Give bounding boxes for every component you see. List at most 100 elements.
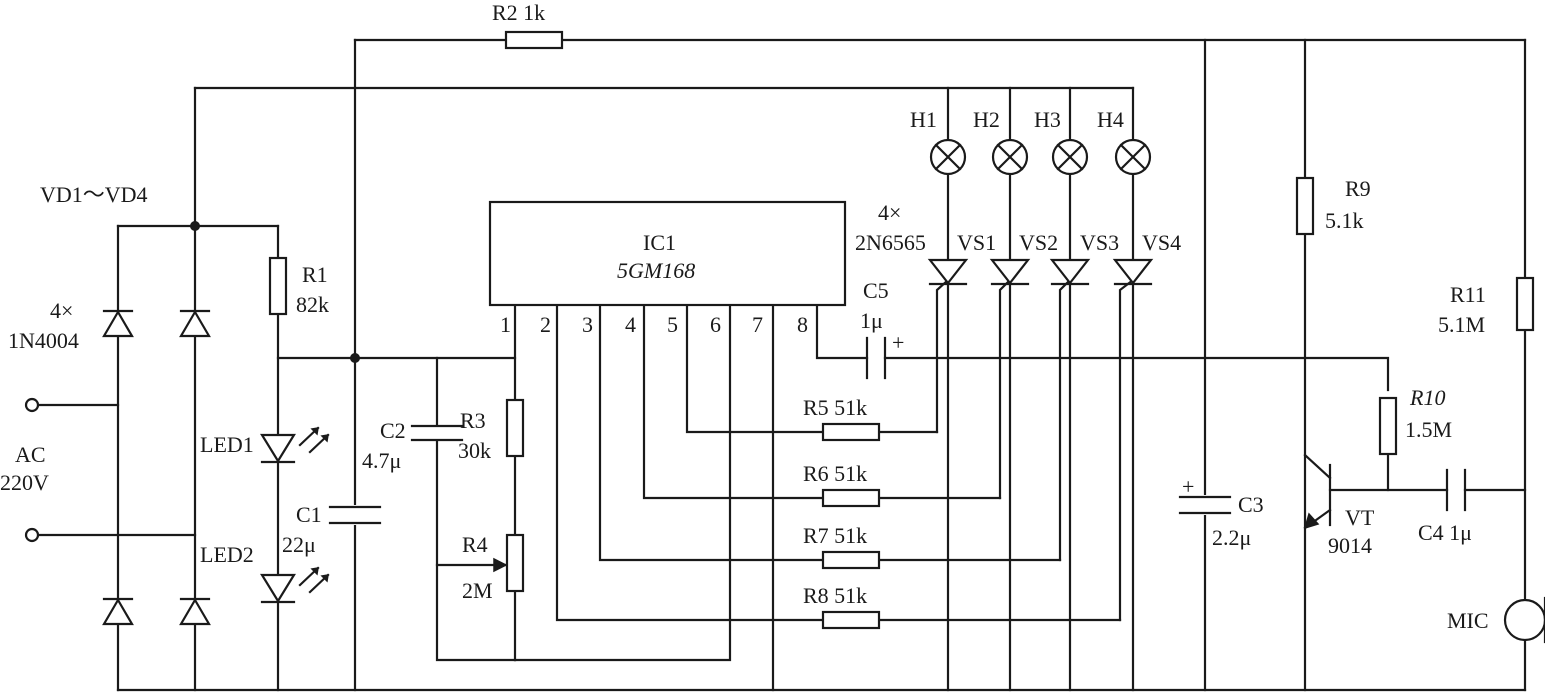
label-r3-value: 30k [458,438,491,463]
thyristor-vs4-icon [1112,258,1154,286]
label-c4: C4 1μ [1418,520,1472,545]
label-mic: MIC [1447,608,1489,633]
label-c1-value: 22μ [282,532,316,557]
label-h1: H1 [910,107,937,132]
label-led1: LED1 [200,432,254,457]
c3-capacitor [1178,495,1232,515]
label-vd: VD1～VD4 [40,182,148,207]
label-r1-value: 82k [296,292,329,317]
lamp-h1-icon [929,138,967,176]
microphone-icon [1503,596,1545,644]
c5-capacitor [865,336,887,380]
c1-capacitor [328,505,382,525]
r11-resistor [1515,276,1535,332]
label-r11: R11 [1450,282,1486,307]
wires [36,38,1527,692]
label-vd-type: 1N4004 [8,328,79,353]
lamp-h3-icon [1051,138,1089,176]
r4-potentiometer [505,533,525,593]
label-r11-value: 5.1M [1438,312,1485,337]
vd2-diode-icon [179,309,211,338]
label-h2: H2 [973,107,1000,132]
r4-wiper-arrow-icon [493,557,508,573]
label-vt-type: 9014 [1328,533,1372,558]
label-c5: C5 [863,278,889,303]
pin-3-label: 3 [582,312,593,337]
label-r9: R9 [1345,176,1371,201]
thyristors [927,258,1154,286]
pin-2-label: 2 [540,312,551,337]
label-c3-value: 2.2μ [1212,525,1251,550]
label-ic1-type: 5GM168 [617,258,695,283]
label-r1: R1 [302,262,328,287]
r7-resistor [821,550,881,570]
label-r4-value: 2M [462,578,493,603]
label-h3: H3 [1034,107,1061,132]
pin-1-label: 1 [500,312,511,337]
label-led2: LED2 [200,542,254,567]
label-r10: R10 [1409,385,1445,410]
label-r8: R8 51k [803,583,867,608]
label-r6: R6 51k [803,461,867,486]
label-ac-voltage: 220V [0,470,49,495]
vd1-diode-icon [102,309,134,338]
label-c2: C2 [380,418,406,443]
ac-terminal-bottom [24,527,40,543]
label-vt: VT [1345,505,1375,530]
c4-capacitor [1445,468,1467,512]
r9-resistor [1295,176,1315,236]
label-c3: C3 [1238,492,1264,517]
lamp-h2-icon [991,138,1029,176]
r10-resistor [1378,396,1398,456]
label-c2-value: 4.7μ [362,448,401,473]
lamps [929,138,1152,176]
label-r7: R7 51k [803,523,867,548]
pin-7-label: 7 [752,312,763,337]
pin-5-label: 5 [667,312,678,337]
label-c5-plus: + [892,330,904,355]
junctions [190,221,360,363]
r3-resistor [505,398,525,458]
resistors [268,30,1535,630]
label-vs4: VS4 [1142,230,1181,255]
r2-resistor [504,30,564,50]
r6-resistor [821,488,881,508]
thyristor-vs3-icon [1049,258,1091,286]
ic1-body [488,200,847,307]
lamp-h4-icon [1114,138,1152,176]
label-h4: H4 [1097,107,1124,132]
thyristor-vs2-icon [989,258,1031,286]
transistor-vt-icon [1303,453,1332,530]
bridge-diodes [102,309,211,626]
label-r2: R2 1k [492,0,545,25]
label-ac: AC [15,442,46,467]
label-r10-value: 1.5M [1405,417,1452,442]
r1-resistor [268,256,288,316]
label-vs3: VS3 [1080,230,1119,255]
c2-capacitor [410,424,464,442]
label-c1: C1 [296,502,322,527]
label-r3: R3 [460,408,486,433]
r5-resistor [821,422,881,442]
label-c3-plus: + [1182,474,1194,499]
capacitors [328,336,1467,525]
label-vd-count: 4× [50,298,73,323]
vd3-diode-icon [102,597,134,626]
thyristor-vs1-icon [927,258,969,286]
label-r4: R4 [462,532,488,557]
label-vs-type: 2N6565 [855,230,926,255]
pin-8-label: 8 [797,312,808,337]
vd4-diode-icon [179,597,211,626]
pin-4-label: 4 [625,312,636,337]
led1-icon [260,426,330,464]
label-vs1: VS1 [957,230,996,255]
label-ic1: IC1 [643,230,676,255]
label-r5: R5 51k [803,395,867,420]
ac-terminal-top [24,397,40,413]
label-vs-count: 4× [878,200,901,225]
label-vs2: VS2 [1019,230,1058,255]
labels: R2 1k VD1～VD4 4× 1N4004 R1 82k AC 220V L… [0,0,1489,633]
pin-6-label: 6 [710,312,721,337]
